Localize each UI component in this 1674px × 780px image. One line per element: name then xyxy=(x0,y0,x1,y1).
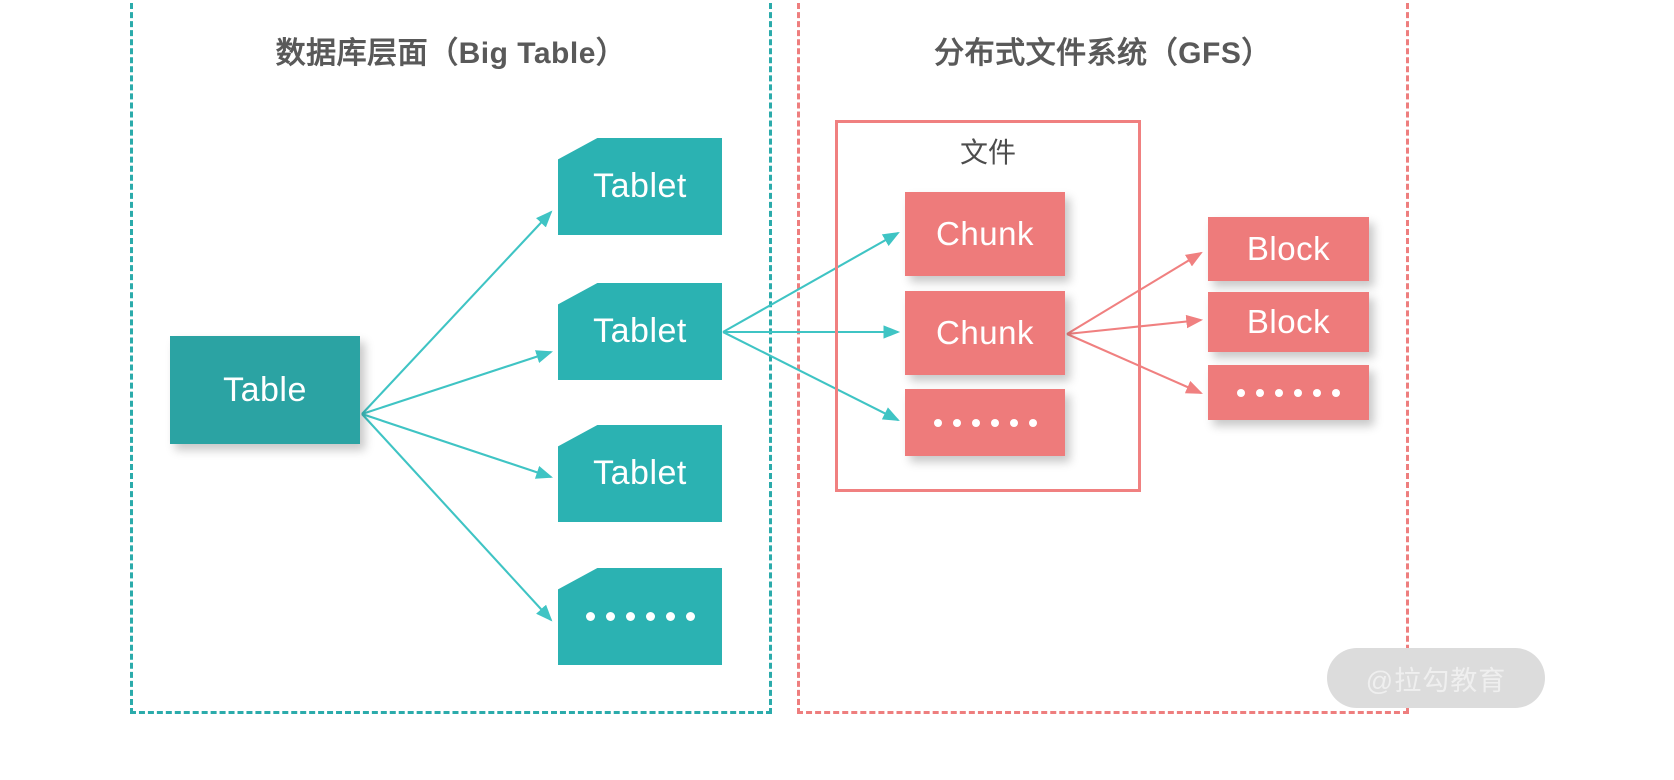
node-tablet-1[interactable]: Tablet xyxy=(558,138,722,235)
ellipsis-dots-block xyxy=(1237,388,1340,397)
file-group-container xyxy=(835,120,1141,492)
panel-gfs-title: 分布式文件系统（GFS） xyxy=(934,37,1272,70)
node-chunk-1-label: Chunk xyxy=(936,215,1034,252)
node-tablet-3[interactable]: Tablet xyxy=(558,425,722,522)
file-group-label: 文件 xyxy=(959,137,1016,168)
node-block-ellipsis[interactable] xyxy=(1208,365,1369,420)
node-table-label: Table xyxy=(223,370,307,409)
ellipsis-dots-tablet xyxy=(585,612,695,621)
node-tablet-2[interactable]: Tablet xyxy=(558,283,722,380)
node-chunk-2[interactable]: Chunk xyxy=(905,291,1065,375)
node-block-1-label: Block xyxy=(1246,230,1331,267)
node-block-2-label: Block xyxy=(1246,303,1331,340)
node-table[interactable]: Table xyxy=(170,336,360,444)
node-tablet-ellipsis[interactable] xyxy=(558,568,722,665)
node-block-1[interactable]: Block xyxy=(1208,217,1369,281)
ellipsis-dots-chunk xyxy=(933,418,1037,427)
watermark-text: @拉勾教育 xyxy=(1365,665,1507,696)
node-block-2[interactable]: Block xyxy=(1208,292,1369,352)
node-tablet-2-label: Tablet xyxy=(593,312,687,350)
node-tablet-3-label: Tablet xyxy=(593,454,687,492)
node-tablet-1-label: Tablet xyxy=(593,167,687,205)
panel-bigtable-title: 数据库层面（Big Table） xyxy=(275,37,627,70)
node-chunk-1[interactable]: Chunk xyxy=(905,192,1065,276)
watermark: @拉勾教育 xyxy=(1327,648,1545,708)
node-chunk-ellipsis[interactable] xyxy=(905,389,1065,456)
node-chunk-2-label: Chunk xyxy=(936,314,1034,351)
